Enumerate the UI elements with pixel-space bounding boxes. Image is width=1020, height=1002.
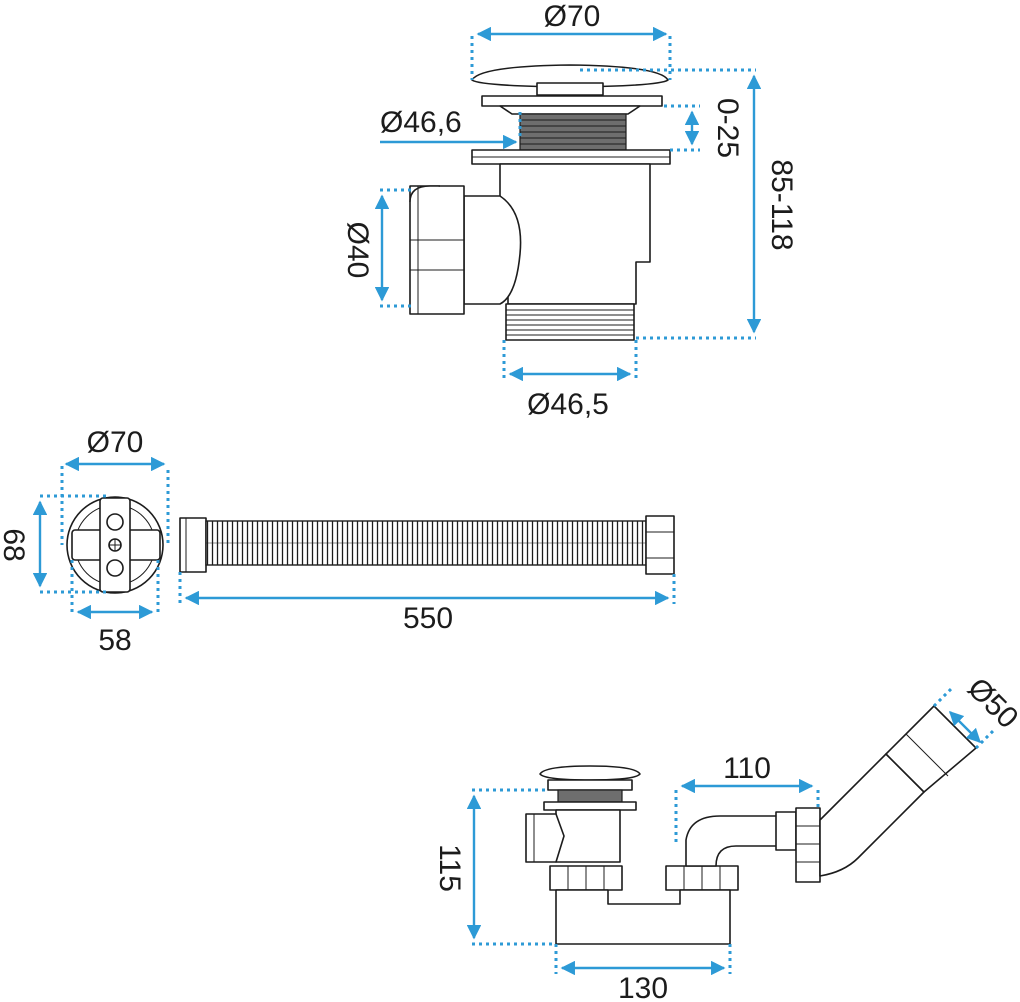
label-height-adjust: 0-25 (711, 98, 744, 158)
dim-side-height (32, 494, 110, 594)
flange-taper (499, 105, 641, 115)
dim-height-adjust (664, 104, 700, 152)
outlet-nut (409, 185, 465, 315)
hose-nut-left (179, 517, 207, 573)
dim-side-height (466, 788, 556, 946)
label-base-width: 130 (618, 972, 668, 1002)
dim-stem-diameter (380, 112, 522, 150)
label-stem-diameter: Ø46,6 (380, 106, 462, 139)
side-outlet (463, 195, 522, 305)
drain-top-view: Ø70 Ø46,6 0-25 85-118 Ø40 (341, 0, 798, 421)
hose-nut-right (645, 515, 675, 575)
side-small-outlet (525, 813, 565, 863)
side-body (555, 809, 621, 863)
dim-total-height (580, 68, 762, 340)
cap-stem (536, 82, 604, 96)
label-side-height: 68 (0, 528, 30, 561)
upper-flange (481, 95, 663, 107)
label-hose-length: 550 (403, 602, 453, 635)
dim-bottom-width (70, 560, 160, 620)
drain-body (499, 163, 651, 305)
side-flange-low (543, 801, 637, 811)
coupling-nut (795, 807, 821, 883)
coupling-small (775, 811, 797, 851)
dim-thread-diameter (502, 340, 638, 382)
label-outlet-diameter: Ø40 (341, 222, 374, 279)
drain-cap (471, 64, 669, 88)
assembly-side-view: Ø50 110 115 130 (433, 672, 1020, 1002)
label-pipe-diameter: Ø50 (961, 672, 1020, 735)
side-thread (557, 789, 623, 803)
label-cap-diameter: Ø70 (544, 0, 601, 33)
angled-pipe (819, 753, 925, 877)
dim-pipe-diameter (932, 686, 996, 750)
strainer-cross (71, 497, 161, 593)
side-cap (539, 765, 641, 781)
label-thread-diameter: Ø46,5 (527, 388, 609, 421)
label-offset: 110 (723, 752, 771, 785)
stem-thread-lines (520, 119, 626, 145)
side-flange-top (547, 779, 633, 791)
trap-base (555, 889, 731, 945)
hose-plan-view: Ø70 68 58 550 (0, 426, 676, 657)
label-total-height: 85-118 (765, 159, 798, 250)
dim-outlet-diameter (374, 188, 412, 308)
dim-offset (674, 778, 820, 846)
dim-hose-length (178, 572, 676, 606)
label-bottom-width: 58 (98, 624, 131, 657)
label-body-diameter: Ø70 (87, 426, 144, 459)
dim-base-width (554, 944, 732, 976)
dim-cap-diameter (470, 26, 672, 80)
label-side-height-115: 115 (433, 844, 466, 892)
dim-body-diameter (60, 456, 170, 545)
bottom-thread-lines (506, 309, 634, 336)
